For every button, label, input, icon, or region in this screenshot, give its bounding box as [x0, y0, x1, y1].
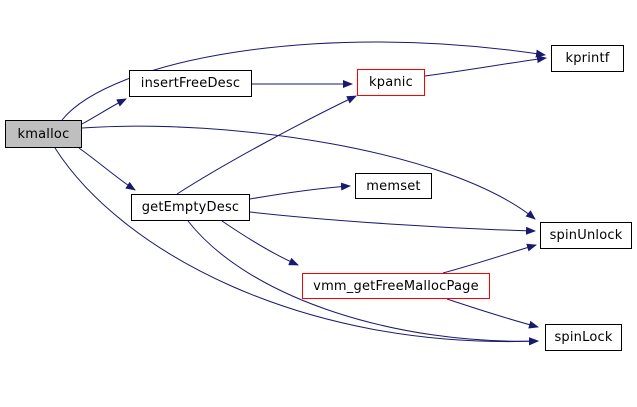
edge-getEmptyDesc-to-memset	[249, 182, 351, 200]
edge-kmalloc-to-spinLock	[54, 147, 539, 346]
edge-getEmptyDesc-to-kpanic	[176, 95, 357, 195]
node-kpanic[interactable]: kpanic	[357, 69, 425, 96]
edge-getEmptyDesc-to-spinLock	[187, 220, 539, 346]
edge-getEmptyDesc-to-spinUnlock	[249, 211, 536, 235]
node-label-kmalloc: kmalloc	[17, 126, 70, 142]
node-label-kprintf: kprintf	[565, 51, 610, 66]
node-spinUnlock[interactable]: spinUnlock	[540, 222, 632, 249]
node-insertFreeDesc[interactable]: insertFreeDesc	[129, 70, 252, 97]
edge-kpanic-to-kprintf	[424, 55, 547, 77]
node-kmalloc[interactable]: kmalloc	[5, 120, 82, 148]
edge-kmalloc-to-insertFreeDesc	[81, 98, 127, 125]
graph-edges	[54, 41, 547, 346]
node-label-memset: memset	[366, 178, 421, 194]
node-getEmptyDesc[interactable]: getEmptyDesc	[131, 194, 250, 221]
node-vmm_getFreeMallocPage[interactable]: vmm_getFreeMallocPage	[302, 273, 490, 299]
node-label-vmm_getFreeMallocPage: vmm_getFreeMallocPage	[313, 278, 479, 294]
edge-kmalloc-to-kprintf	[61, 41, 546, 121]
node-label-kpanic: kpanic	[369, 75, 413, 90]
node-label-insertFreeDesc: insertFreeDesc	[140, 76, 241, 91]
edge-getEmptyDesc-to-vmm_getFreeMallocPage	[221, 220, 299, 266]
edge-vmm_getFreeMallocPage-to-spinLock	[446, 298, 539, 329]
edge-vmm_getFreeMallocPage-to-spinUnlock	[442, 243, 537, 274]
edge-kmalloc-to-spinUnlock	[81, 125, 536, 220]
edge-kmalloc-to-getEmptyDesc	[78, 147, 136, 191]
node-spinLock[interactable]: spinLock	[545, 324, 622, 351]
node-label-spinUnlock: spinUnlock	[549, 228, 623, 243]
node-memset[interactable]: memset	[355, 173, 432, 199]
node-kprintf[interactable]: kprintf	[551, 45, 624, 72]
node-label-spinLock: spinLock	[554, 330, 613, 345]
node-label-getEmptyDesc: getEmptyDesc	[141, 200, 240, 215]
